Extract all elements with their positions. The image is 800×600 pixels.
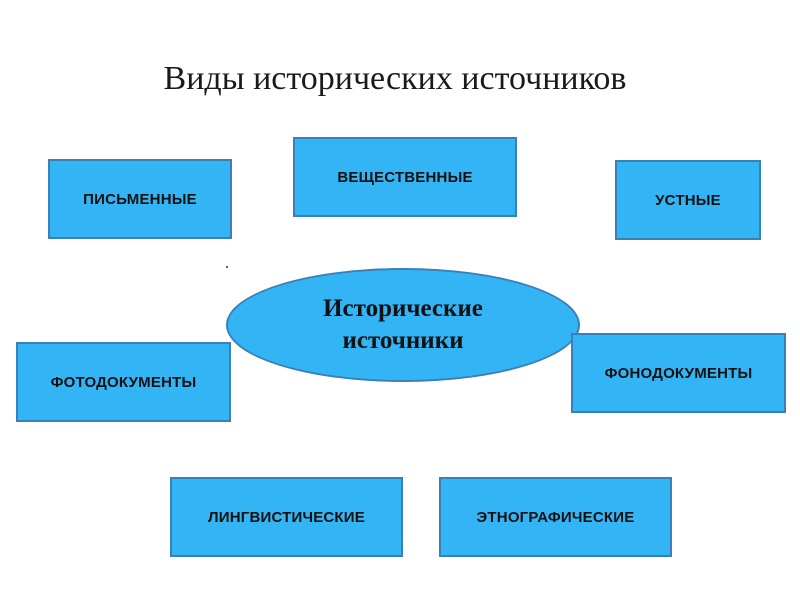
box-oral-sources: УСТНЫЕ xyxy=(615,160,761,240)
box-linguistic-sources: ЛИНГВИСТИЧЕСКИЕ xyxy=(170,477,403,557)
stray-dot xyxy=(226,266,228,268)
page-title: Виды исторических источников xyxy=(163,60,627,97)
box-oral-label: УСТНЫЕ xyxy=(655,191,721,209)
box-phono-label: ФОНОДОКУМЕНТЫ xyxy=(604,364,753,382)
box-written-sources: ПИСЬМЕННЫЕ xyxy=(48,159,232,239)
box-material-sources: ВЕЩЕСТВЕННЫЕ xyxy=(293,137,517,217)
box-phono-documents: ФОНОДОКУМЕНТЫ xyxy=(571,333,786,413)
box-photo-label: ФОТОДОКУМЕНТЫ xyxy=(50,373,197,391)
box-photo-documents: ФОТОДОКУМЕНТЫ xyxy=(16,342,231,422)
center-label: Исторические источники xyxy=(323,295,483,354)
box-linguistic-label: ЛИНГВИСТИЧЕСКИЕ xyxy=(208,508,365,526)
box-ethnographic-label: ЭТНОГРАФИЧЕСКИЕ xyxy=(476,508,635,526)
box-written-label: ПИСЬМЕННЫЕ xyxy=(83,190,197,208)
box-ethnographic-sources: ЭТНОГРАФИЧЕСКИЕ xyxy=(439,477,672,557)
center-ellipse: Исторические источники xyxy=(226,268,580,382)
box-material-label: ВЕЩЕСТВЕННЫЕ xyxy=(337,168,473,186)
